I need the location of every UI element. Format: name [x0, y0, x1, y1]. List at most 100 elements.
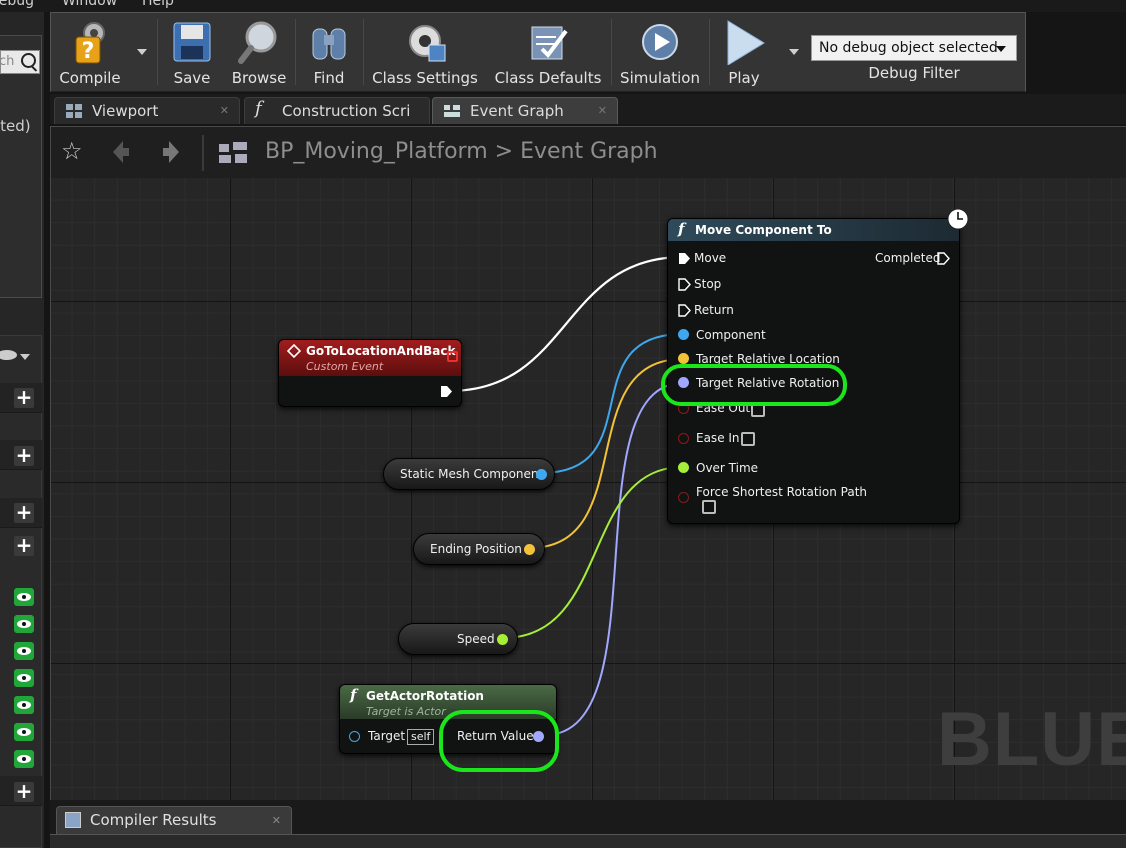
force-shortest-checkbox[interactable]: [702, 500, 716, 514]
pin-component-dot[interactable]: [678, 329, 689, 340]
wires: [448, 255, 684, 736]
compile-options-icon[interactable]: [137, 49, 147, 55]
bottom-panel: Compiler Results ✕: [50, 800, 1126, 848]
compiler-results-content: [50, 834, 1126, 848]
graph-header: ☆ BP_Moving_Platform > Event Graph: [50, 126, 1126, 178]
document-tabs: Viewport ✕ f Construction Script Event G…: [50, 94, 1126, 124]
class-defaults-label: Class Defaults: [494, 69, 602, 87]
node-title: GoToLocationAndBack Custom Event: [279, 340, 461, 376]
browse-icon: [238, 21, 277, 64]
eye-icon[interactable]: [14, 696, 34, 714]
compile-icon: ?: [75, 22, 105, 64]
menu-help[interactable]: Help: [142, 0, 174, 9]
self-value[interactable]: self: [407, 729, 435, 745]
menu-debug[interactable]: Debug: [0, 0, 35, 9]
add-function-button[interactable]: +: [14, 443, 34, 467]
add-graph-button[interactable]: +: [14, 385, 34, 409]
custom-event-node[interactable]: GoToLocationAndBack Custom Event: [278, 339, 462, 407]
event-graph-canvas[interactable]: BLUEP f Move Component To Move Stop Retu…: [50, 178, 1126, 800]
return-value-pin[interactable]: [533, 731, 544, 742]
menu-bar: Debug Window Help: [0, 0, 1126, 12]
pin-target-rotation: Target Relative Rotation: [696, 376, 840, 390]
breadcrumb-graph: Event Graph: [520, 139, 658, 164]
star-icon[interactable]: ☆: [61, 137, 83, 165]
eye-icon[interactable]: [14, 669, 34, 687]
save-button[interactable]: Save: [165, 13, 219, 91]
ending-position-out-pin[interactable]: [524, 544, 535, 555]
browse-button[interactable]: Browse: [227, 13, 291, 91]
get-actor-rotation-title: GetActorRotation: [366, 689, 484, 703]
my-blueprint-panel: + + + + +: [0, 335, 42, 848]
target-label: Target: [368, 729, 406, 743]
simulation-button[interactable]: Simulation: [617, 13, 703, 91]
play-button[interactable]: Play: [717, 13, 771, 91]
tab-viewport[interactable]: Viewport ✕: [54, 97, 240, 124]
breadcrumb-blueprint[interactable]: BP_Moving_Platform: [265, 139, 488, 164]
class-settings-button[interactable]: Class Settings: [369, 13, 481, 91]
compiler-results-tab[interactable]: Compiler Results ✕: [56, 806, 292, 834]
add-dispatcher-button[interactable]: +: [14, 779, 34, 803]
debug-object-select[interactable]: No debug object selected: [811, 35, 1017, 61]
exec-pin-move[interactable]: [678, 252, 691, 265]
function-icon: f: [350, 686, 357, 704]
eye-icon[interactable]: [14, 750, 34, 768]
find-label: Find: [313, 69, 345, 87]
tab-event-graph[interactable]: Event Graph ✕: [432, 97, 618, 124]
time-wire: [502, 466, 684, 639]
class-defaults-button[interactable]: Class Defaults: [491, 13, 605, 91]
find-button[interactable]: Find: [301, 13, 357, 91]
delegate-pin[interactable]: [447, 351, 458, 362]
tab-construction-script[interactable]: f Construction Script: [244, 97, 430, 124]
highlight-target-rotation: [661, 364, 847, 406]
static-mesh-component-node[interactable]: Static Mesh Component: [383, 458, 555, 490]
pin-component: Component: [696, 328, 766, 342]
tab-construction-label: Construction Script: [282, 102, 410, 120]
node-title: f Move Component To: [668, 219, 959, 241]
exec-pin-return[interactable]: [678, 304, 691, 317]
add-macro-button[interactable]: +: [14, 500, 34, 524]
static-mesh-out-pin[interactable]: [536, 469, 547, 480]
menu-window[interactable]: Window: [62, 0, 118, 9]
compile-button[interactable]: ? Compile: [53, 13, 127, 91]
event-graph-icon: [444, 105, 460, 117]
eye-icon[interactable]: [14, 588, 34, 606]
pin-over-time-dot[interactable]: [678, 462, 689, 473]
close-icon[interactable]: ✕: [219, 104, 229, 117]
close-icon[interactable]: ✕: [271, 814, 281, 827]
pin-rotation-dot[interactable]: [678, 377, 689, 388]
browse-label: Browse: [231, 69, 287, 87]
eye-icon[interactable]: [14, 615, 34, 633]
svg-text:?: ?: [82, 39, 95, 64]
ease-in-checkbox[interactable]: [741, 432, 755, 446]
pin-force-shortest-dot[interactable]: [678, 492, 689, 503]
play-options-icon[interactable]: [789, 49, 799, 55]
forward-arrow-icon[interactable]: [161, 139, 183, 165]
location-wire: [528, 358, 684, 549]
exec-pin-completed[interactable]: [937, 252, 950, 265]
exec-pin-out[interactable]: [440, 385, 453, 398]
pin-stop: Stop: [694, 277, 722, 291]
event-icon: [287, 344, 301, 358]
play-icon: [727, 20, 765, 65]
debug-filter-label: Debug Filter: [868, 64, 960, 82]
pin-location-dot[interactable]: [678, 353, 689, 364]
add-variable-button[interactable]: +: [14, 533, 34, 557]
exec-pin-stop[interactable]: [678, 278, 691, 291]
move-component-to-node[interactable]: f Move Component To Move Stop Return Com…: [667, 218, 960, 524]
back-arrow-icon[interactable]: [109, 139, 131, 165]
eye-icon[interactable]: [14, 642, 34, 660]
target-pin[interactable]: [349, 731, 360, 742]
component-wire: [540, 333, 684, 474]
close-icon[interactable]: ✕: [597, 104, 607, 117]
pin-move: Move: [694, 251, 727, 265]
pin-ease-in-dot[interactable]: [678, 433, 689, 444]
chevron-down-icon[interactable]: [20, 354, 30, 360]
ending-position-node[interactable]: Ending Position: [413, 533, 545, 565]
custom-event-title: GoToLocationAndBack: [306, 344, 456, 358]
speed-node[interactable]: Speed: [398, 623, 518, 655]
search-input[interactable]: ch: [0, 50, 40, 74]
pin-completed: Completed: [875, 251, 941, 265]
view-options-icon[interactable]: [0, 350, 17, 360]
speed-out-pin[interactable]: [497, 634, 508, 645]
eye-icon[interactable]: [14, 723, 34, 741]
